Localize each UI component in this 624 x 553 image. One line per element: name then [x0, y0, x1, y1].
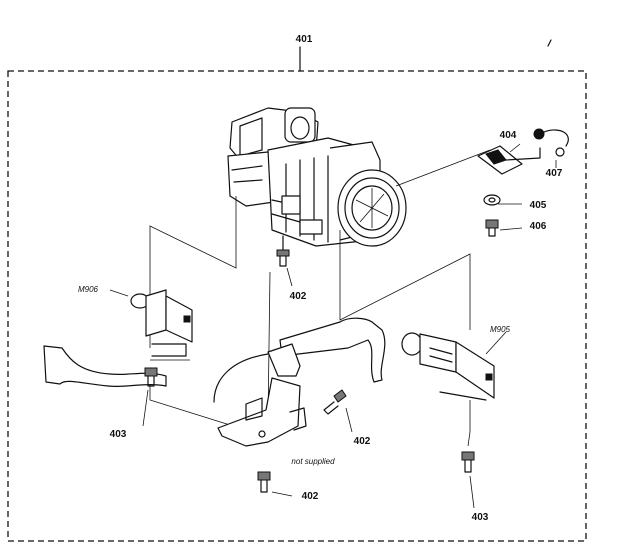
- screw-403-left: [144, 367, 158, 387]
- callout-403-right: 403: [472, 512, 489, 523]
- motor-m905-right: [401, 332, 495, 401]
- assembly-boundary: [7, 39, 587, 542]
- flex-cable: [43, 317, 386, 403]
- callout-401: 401: [296, 34, 313, 45]
- callout-m905: M905: [490, 325, 511, 334]
- callout-402-bottom: 402: [302, 491, 319, 502]
- callout-402-center: 402: [290, 291, 307, 302]
- not-supplied-note: not supplied: [291, 457, 335, 466]
- callout-406: 406: [530, 221, 547, 232]
- callout-407: 407: [546, 168, 563, 179]
- callout-403-left: 403: [110, 429, 127, 440]
- sensor-404: [477, 145, 541, 175]
- screw-406: [485, 219, 499, 237]
- screw-402-bracket: [323, 389, 347, 415]
- callout-404: 404: [500, 130, 517, 141]
- screw-402-center: [276, 235, 290, 267]
- bracket-not-supplied: [217, 377, 307, 447]
- motor-m906-left: [130, 289, 193, 357]
- leader-lines: [109, 143, 557, 509]
- cable-407: [533, 128, 569, 157]
- screw-403-right: [461, 451, 475, 473]
- screw-402-bottom: [257, 471, 271, 493]
- callout-402-bracket: 402: [354, 436, 371, 447]
- lens-block-assembly: [227, 107, 407, 247]
- washer-405: [483, 194, 501, 206]
- callout-405: 405: [530, 200, 547, 211]
- callout-m906: M906: [78, 285, 99, 294]
